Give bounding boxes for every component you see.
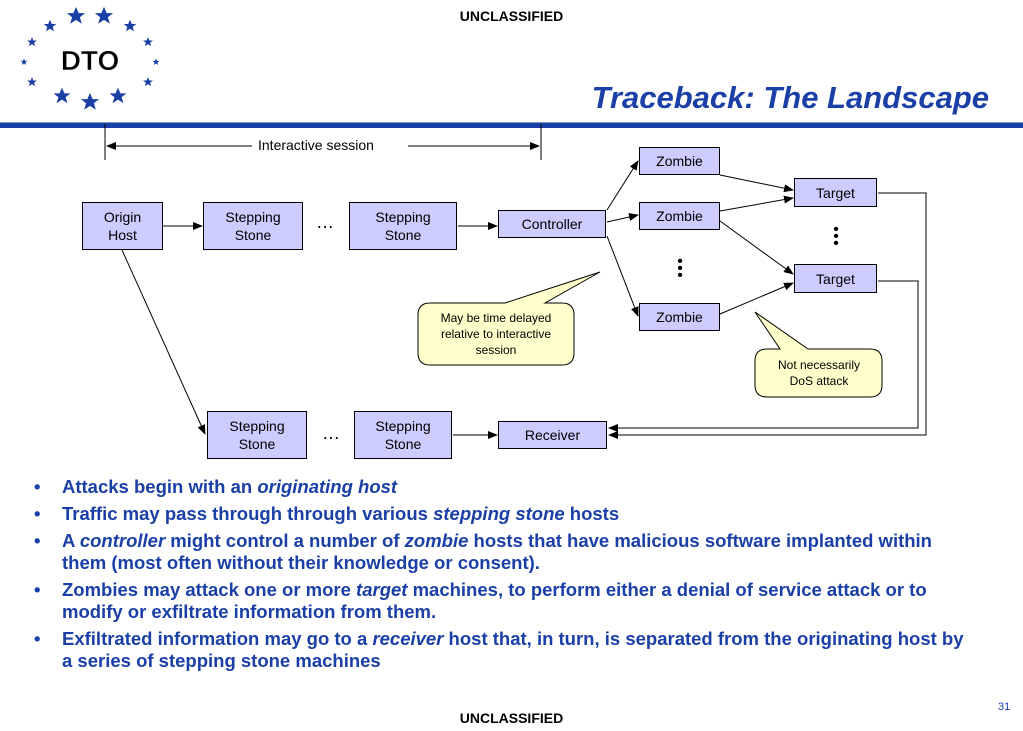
bullet-item-2: •Traffic may pass through through variou… xyxy=(34,503,620,524)
ellipsis-top: … xyxy=(316,212,334,232)
controller-node: Controller xyxy=(498,210,606,238)
callout-time-delay-shape xyxy=(417,271,601,366)
stepping-stone-node-top-2: Stepping Stone xyxy=(349,202,457,250)
zombie-node-2: Zombie xyxy=(639,202,720,230)
receiver-node: Receiver xyxy=(498,421,607,449)
dto-logo-text: DTO xyxy=(61,45,120,76)
target-node-2: Target xyxy=(794,264,877,293)
ellipsis-bottom: … xyxy=(322,423,340,443)
stepping-stone-node-bottom-1: Stepping Stone xyxy=(207,411,307,459)
bullet-item-5: •Exfiltrated information may go to a rec… xyxy=(34,628,964,671)
classification-banner-bottom: UNCLASSIFIED xyxy=(459,710,564,726)
classification-banner-top: UNCLASSIFIED xyxy=(459,8,564,24)
callout-time-delay-text: May be time delayed relative to interact… xyxy=(440,311,552,357)
bullet-list: •Attacks begin with an originating host … xyxy=(34,476,974,677)
dto-logo: DTO xyxy=(20,6,160,110)
vertical-ellipsis-zombies: ••• xyxy=(677,253,683,284)
page-number: 31 xyxy=(998,701,1011,713)
vertical-ellipsis-targets: ••• xyxy=(833,221,839,252)
target-node-1: Target xyxy=(794,178,877,207)
title-rule xyxy=(0,122,1023,128)
stepping-stone-node-top-1: Stepping Stone xyxy=(203,202,303,250)
zombie-node-3: Zombie xyxy=(639,303,720,331)
stepping-stone-node-bottom-2: Stepping Stone xyxy=(354,411,452,459)
bullet-item-3: •A controller might control a number of … xyxy=(34,530,932,573)
slide-title: Traceback: The Landscape xyxy=(591,80,989,115)
bullet-item-4: •Zombies may attack one or more target m… xyxy=(34,579,927,622)
bullet-item-1: •Attacks begin with an originating host xyxy=(34,476,398,497)
zombie-node-1: Zombie xyxy=(639,147,720,175)
callout-not-dos-text: Not necessarily DoS attack xyxy=(777,358,861,388)
origin-host-node: Origin Host xyxy=(82,202,163,250)
callout-not-dos-shape xyxy=(754,311,883,398)
interactive-session-label: Interactive session xyxy=(252,137,380,153)
